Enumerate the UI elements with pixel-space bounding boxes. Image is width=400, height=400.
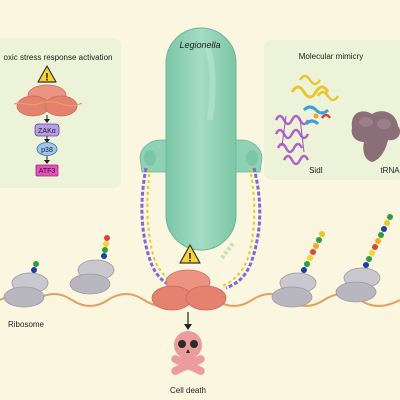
effector-strands <box>140 167 262 290</box>
bacterium-icon <box>139 27 263 251</box>
warning-mark: ! <box>45 72 49 84</box>
zak-label: ZAKα <box>38 128 56 135</box>
ribosome-icon <box>3 261 49 308</box>
trna-label: tRNA <box>380 166 400 175</box>
atf3-label: ATF3 <box>39 168 56 175</box>
mimicry-panel-title: Molecular mimicry <box>299 52 363 61</box>
ribosome-icon <box>335 214 393 303</box>
skull-icon <box>171 331 205 375</box>
cell-death-label: Cell death <box>170 386 206 395</box>
warning-icon: ! <box>37 65 57 84</box>
sidi-label: SidI <box>309 166 323 175</box>
warning-icon: ! <box>179 244 201 265</box>
stress-response-panel: oxic stress response activation ! ZAKα p… <box>0 38 121 188</box>
stalled-ribosome <box>151 269 227 311</box>
ribosome-icon <box>13 84 83 117</box>
pathway-arrowhead-3 <box>44 160 50 164</box>
ribosome-icon <box>69 235 115 295</box>
pathway-arrowhead-2 <box>44 139 50 143</box>
pathway-arrowhead-1 <box>44 119 50 123</box>
pathway-node-p38: p38 <box>36 142 58 156</box>
legionella-label: Legionella <box>179 40 220 50</box>
pathway-node-atf3: ATF3 <box>35 164 59 177</box>
p38-label: p38 <box>41 147 53 154</box>
trna-icon <box>351 111 400 162</box>
ribosome-label: Ribosome <box>8 320 45 329</box>
ribosome-icon <box>271 231 325 308</box>
pathway-node-zak: ZAKα <box>34 123 60 137</box>
stress-panel-title: oxic stress response activation <box>4 53 113 62</box>
sidi-protein-structure <box>274 74 340 166</box>
molecular-mimicry-panel: Molecular mimicry SidI tRNA <box>264 40 400 180</box>
warning-mark-center: ! <box>188 251 192 265</box>
death-arrowhead <box>184 324 192 330</box>
